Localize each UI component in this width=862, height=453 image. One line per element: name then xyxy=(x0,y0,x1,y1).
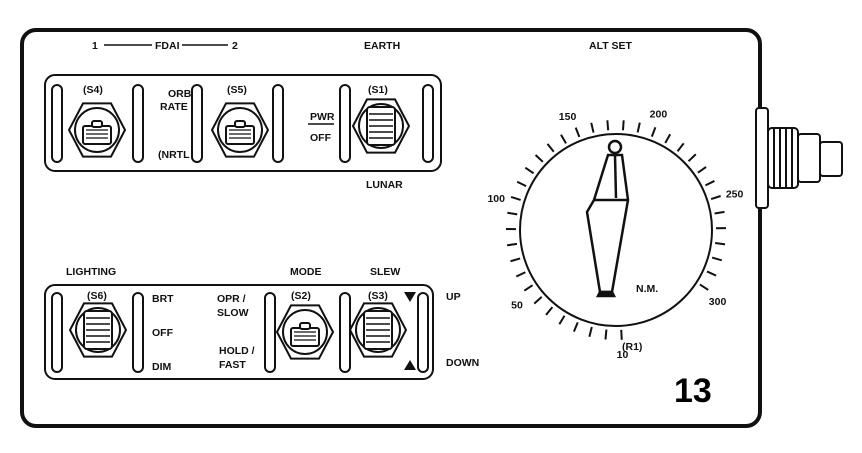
lower-switch-guard xyxy=(44,284,434,380)
switch-guard-bar xyxy=(51,84,63,163)
dial-tick xyxy=(510,195,521,201)
dial-scale-label: 100 xyxy=(487,193,505,205)
down-label: DOWN xyxy=(446,357,479,369)
toggle-switch-s1[interactable] xyxy=(351,98,411,154)
dial-tick xyxy=(650,126,657,138)
slew-down-arrow-icon xyxy=(404,360,416,370)
connector-icon xyxy=(755,107,843,209)
toggle-switch-s6[interactable] xyxy=(68,302,128,358)
panel-number: 13 xyxy=(674,372,712,410)
dial-tick xyxy=(560,134,567,144)
fdai-1-label: 1 xyxy=(92,40,98,52)
dial-ticks xyxy=(505,120,727,340)
rate-label: RATE xyxy=(160,101,188,113)
toggle-switch-s2[interactable] xyxy=(275,304,335,360)
dial-scale-label: 300 xyxy=(709,296,727,308)
toggle-switch-s3[interactable] xyxy=(348,302,408,358)
switch-guard-bar xyxy=(272,84,284,163)
dial-tick xyxy=(534,154,544,163)
toggle-switch-s5[interactable] xyxy=(210,102,270,158)
switch-s4-label: (S4) xyxy=(83,84,103,96)
fast-label: FAST xyxy=(219,359,246,371)
dial-tick xyxy=(590,122,595,133)
dial-pointer-knob[interactable] xyxy=(585,139,630,298)
switch-s5-label: (S5) xyxy=(227,84,247,96)
dial-tick xyxy=(574,127,581,138)
switch-guard-bar xyxy=(191,84,203,163)
dial-tick xyxy=(706,270,717,277)
switch-s3-label: (S3) xyxy=(368,290,388,302)
dial-tick xyxy=(705,180,715,187)
switch-guard-bar xyxy=(132,292,144,373)
lighting-label: LIGHTING xyxy=(66,266,116,278)
dial-tick xyxy=(699,283,709,291)
fdai-label: FDAI xyxy=(155,40,180,52)
dial-scale-label: 150 xyxy=(559,111,577,123)
r1-label: (R1) xyxy=(622,341,642,353)
slew-label: SLEW xyxy=(370,266,400,278)
nm-unit-label: N.M. xyxy=(636,283,658,295)
dial-tick xyxy=(516,180,527,188)
dial-tick xyxy=(714,210,725,215)
switch-guard-bar xyxy=(422,84,434,163)
alt-set-title: ALT SET xyxy=(589,40,633,52)
dial-tick xyxy=(620,329,623,340)
dial-scale-label: 50 xyxy=(511,300,523,312)
opr-label: OPR / xyxy=(217,293,246,305)
orb-label: ORB xyxy=(168,88,192,100)
dial-tick xyxy=(710,195,721,201)
off-label-lower: OFF xyxy=(152,327,174,339)
dial-tick xyxy=(572,322,579,333)
fdai-2-label: 2 xyxy=(232,40,238,52)
dial-scale-label: 10 xyxy=(617,349,629,361)
dial-tick xyxy=(545,306,554,316)
switch-s1-label: (S1) xyxy=(368,84,388,96)
upper-switch-guard xyxy=(44,74,442,172)
dial-tick xyxy=(711,256,723,262)
mode-label: MODE xyxy=(290,266,322,278)
brt-label: BRT xyxy=(152,293,174,305)
dial-tick xyxy=(606,120,610,131)
switch-guard-bar xyxy=(339,84,351,163)
switch-guard-bar xyxy=(417,292,429,373)
slew-up-arrow-icon xyxy=(404,292,416,302)
off-label-upper: OFF xyxy=(310,132,332,144)
dial-tick xyxy=(697,166,707,174)
dial-tick xyxy=(507,211,518,216)
dial-tick xyxy=(588,326,593,337)
lunar-label: LUNAR xyxy=(366,179,403,191)
dim-label: DIM xyxy=(152,361,172,373)
dial-tick xyxy=(558,315,566,325)
toggle-switch-s4[interactable] xyxy=(67,102,127,158)
switch-s2-label: (S2) xyxy=(291,290,311,302)
earth-label: EARTH xyxy=(364,40,400,52)
dial-tick xyxy=(621,120,625,131)
dial-tick xyxy=(604,329,608,340)
inrtl-label: (NRTL xyxy=(158,149,190,161)
up-label: UP xyxy=(446,291,461,303)
dial-tick xyxy=(533,296,543,305)
dial-tick xyxy=(506,242,518,247)
dial-tick xyxy=(636,122,641,133)
switch-guard-bar xyxy=(339,292,351,373)
dial-tick xyxy=(523,284,534,292)
switch-guard-bar xyxy=(132,84,144,163)
dial-tick xyxy=(715,242,726,246)
dial-tick xyxy=(510,257,521,263)
dial-tick xyxy=(664,133,672,144)
dial-tick xyxy=(546,143,555,153)
dial-tick xyxy=(524,166,535,175)
pwr-label: PWR xyxy=(310,111,335,123)
dial-scale-label: 200 xyxy=(650,108,668,120)
dial-scale-label: 250 xyxy=(726,189,744,201)
switch-s6-label: (S6) xyxy=(87,290,107,302)
dial-tick xyxy=(687,153,697,162)
hold-label: HOLD / xyxy=(219,345,255,357)
switch-guard-bar xyxy=(264,292,276,373)
switch-guard-bar xyxy=(51,292,63,373)
dial-tick xyxy=(515,271,526,278)
slow-label: SLOW xyxy=(217,307,249,319)
dial-tick xyxy=(676,142,685,152)
